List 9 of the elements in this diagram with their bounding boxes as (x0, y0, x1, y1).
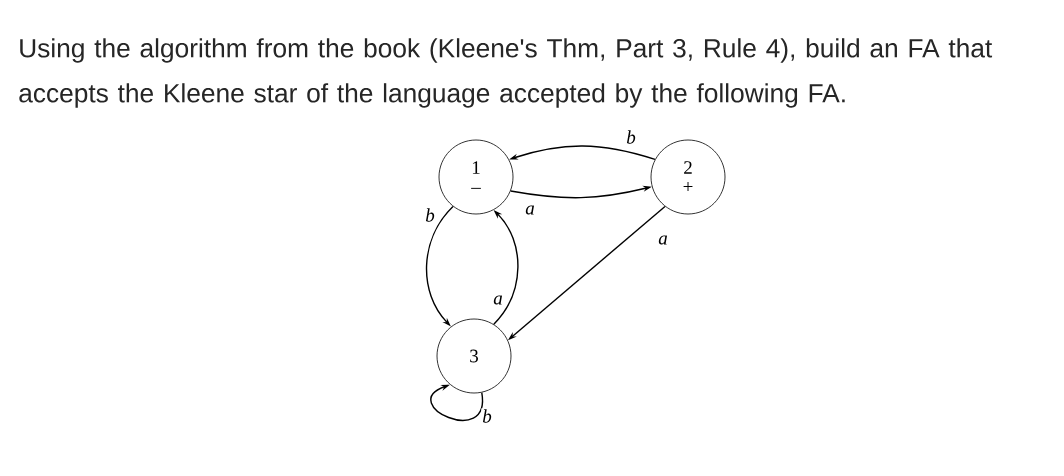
edge-label: a (525, 205, 535, 215)
edge-label: b (425, 208, 435, 222)
edge-label: b (482, 409, 492, 423)
question-text: Using the algorithm from the book (Kleene's Thm, Part 3, Rule 4), build an FA that accepts the Kleene star of the language accepted by the following FA. (19, 38, 993, 108)
arrow (493, 210, 519, 325)
edge-label: b (626, 130, 636, 144)
edge-label: a (493, 295, 503, 305)
arrow (430, 384, 483, 421)
edge-label: a (658, 235, 668, 245)
